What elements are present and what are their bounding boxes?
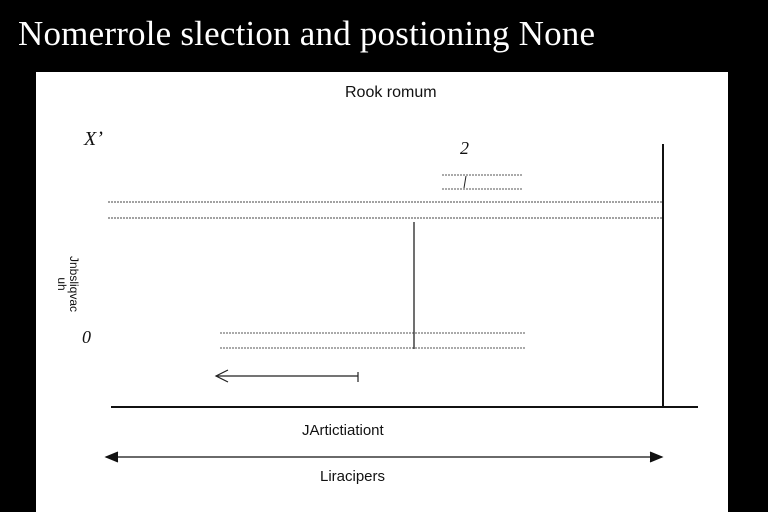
left-arrow-head bbox=[214, 369, 229, 383]
marker-number-label: 2 bbox=[460, 138, 469, 158]
diagram-lines bbox=[104, 144, 698, 463]
diagram-panel: Rook romum Xʼ Jnbsliqvac uh 0 2 JArticti… bbox=[36, 72, 728, 512]
page-title: Nomerrole slection and postioning None bbox=[18, 14, 596, 53]
y-axis-top-label: Xʼ bbox=[84, 128, 103, 150]
span-arrow-left-head bbox=[104, 451, 119, 463]
marker-tick bbox=[463, 175, 467, 189]
x-axis-label: JArtictiationt bbox=[302, 422, 384, 439]
diagram-title: Rook romum bbox=[345, 84, 437, 101]
y-axis-zero-label: 0 bbox=[82, 327, 91, 347]
span-label: Liracipers bbox=[320, 468, 386, 485]
span-arrow-right-head bbox=[649, 451, 664, 463]
